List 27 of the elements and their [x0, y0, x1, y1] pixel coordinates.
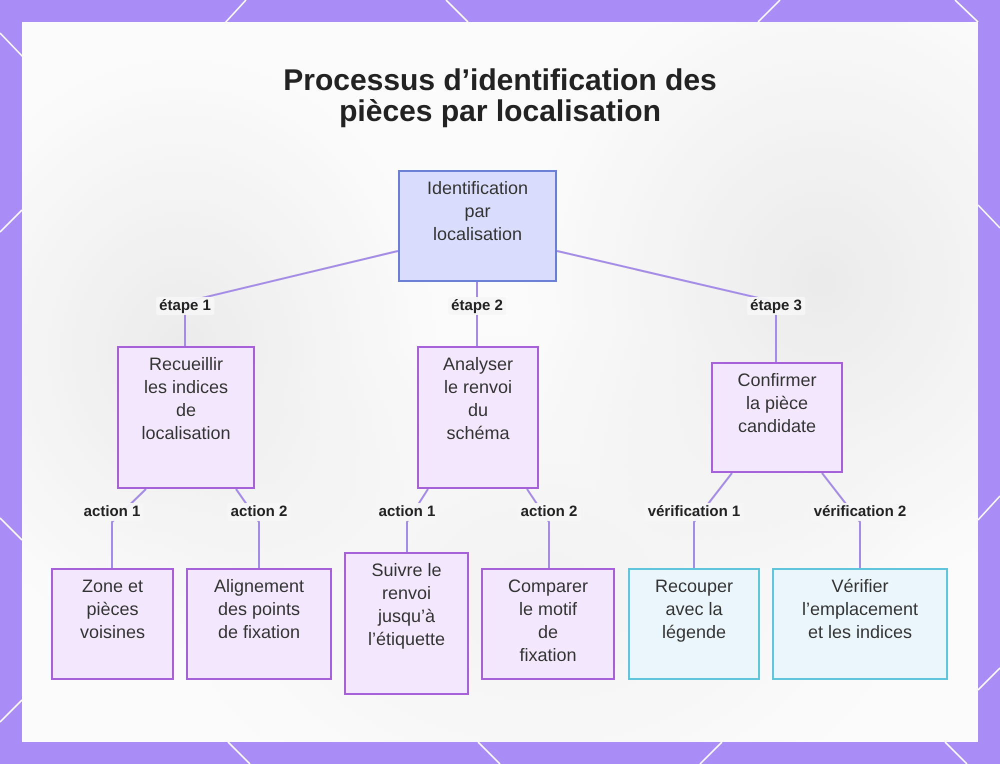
node-label: Comparer le motif de fixation — [507, 575, 589, 667]
process-box — [628, 568, 760, 680]
node-label: Alignement des points de fixation — [212, 575, 306, 644]
edge-label: étape 3 — [747, 297, 805, 315]
diagram-title: Processus d’identification des pièces par localisation — [282, 65, 718, 127]
node-label: Vérifier l’emplacement et les indices — [800, 575, 920, 644]
process-box — [417, 346, 539, 489]
process-box — [117, 346, 255, 489]
process-box — [344, 552, 469, 695]
process-box — [51, 568, 174, 680]
edge-label: étape 1 — [156, 297, 214, 315]
edge-label: étape 2 — [448, 297, 506, 315]
connector-line — [184, 250, 398, 346]
process-box — [481, 568, 615, 680]
process-box — [772, 568, 948, 680]
node-label: Identification par localisation — [426, 177, 530, 246]
node-label: Recueillir les indices de localisation — [140, 353, 232, 445]
process-box — [711, 362, 843, 473]
node-label: Suivre le renvoi jusqu’à l’étiquette — [366, 559, 446, 651]
process-box — [398, 170, 557, 282]
node-label: Confirmer la pièce candidate — [736, 369, 818, 438]
edge-label: action 2 — [228, 503, 290, 521]
node-label: Zone et pièces voisines — [78, 575, 146, 644]
node-label: Analyser le renvoi du schéma — [442, 353, 514, 445]
connector-line — [556, 250, 777, 362]
process-box — [186, 568, 332, 680]
node-label: Recouper avec la légende — [654, 575, 734, 644]
